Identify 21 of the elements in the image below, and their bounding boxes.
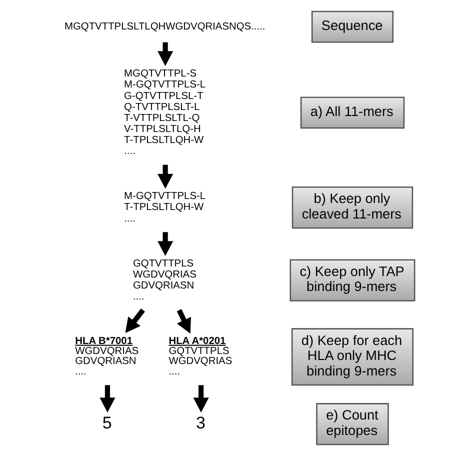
arrow — [158, 232, 174, 256]
node-box: a) All 11-mers — [300, 96, 405, 129]
arrow — [158, 164, 174, 189]
arrow — [176, 309, 191, 334]
node-text: MGQTVTTPLSLTLQHWGDVQRIASNQS..... — [64, 21, 266, 32]
arrow — [100, 385, 116, 412]
node-text: 3 — [196, 413, 206, 432]
node-text: HLA B*7001 WGDVQRIAS GDVQRIASN .... — [75, 336, 139, 378]
node-box: b) Keep only cleaved 11-mers — [292, 186, 414, 229]
node-box: Sequence — [311, 10, 394, 43]
arrow — [193, 385, 209, 412]
arrow — [125, 308, 145, 333]
node-text: GQTVTTPLS WGDVQRIAS GDVQRIASN .... — [132, 258, 196, 303]
arrow — [158, 42, 174, 66]
node-text: 5 — [102, 413, 112, 432]
node-box: c) Keep only TAP binding 9-mers — [290, 259, 416, 302]
node-text: HLA A*0201 GQTVTTPLS WGDVQRIAS .... — [168, 336, 232, 378]
node-box: d) Keep for each HLA only MHC binding 9-mers — [291, 328, 414, 386]
node-text: M-GQTVTTPLS-L T-TPLSLTLQH-W .... — [124, 191, 206, 224]
node-text: MGQTVTTPL-S M-GQTVTTPLS-L G-QTVTTPLSL-T Q-TVTTPLSLT-L T-VTTPLSLTL-Q V-TTPLSLTLQ-H T-TPLSLTLQH-W .... — [124, 68, 206, 158]
node-box: e) Count epitopes — [316, 403, 389, 446]
